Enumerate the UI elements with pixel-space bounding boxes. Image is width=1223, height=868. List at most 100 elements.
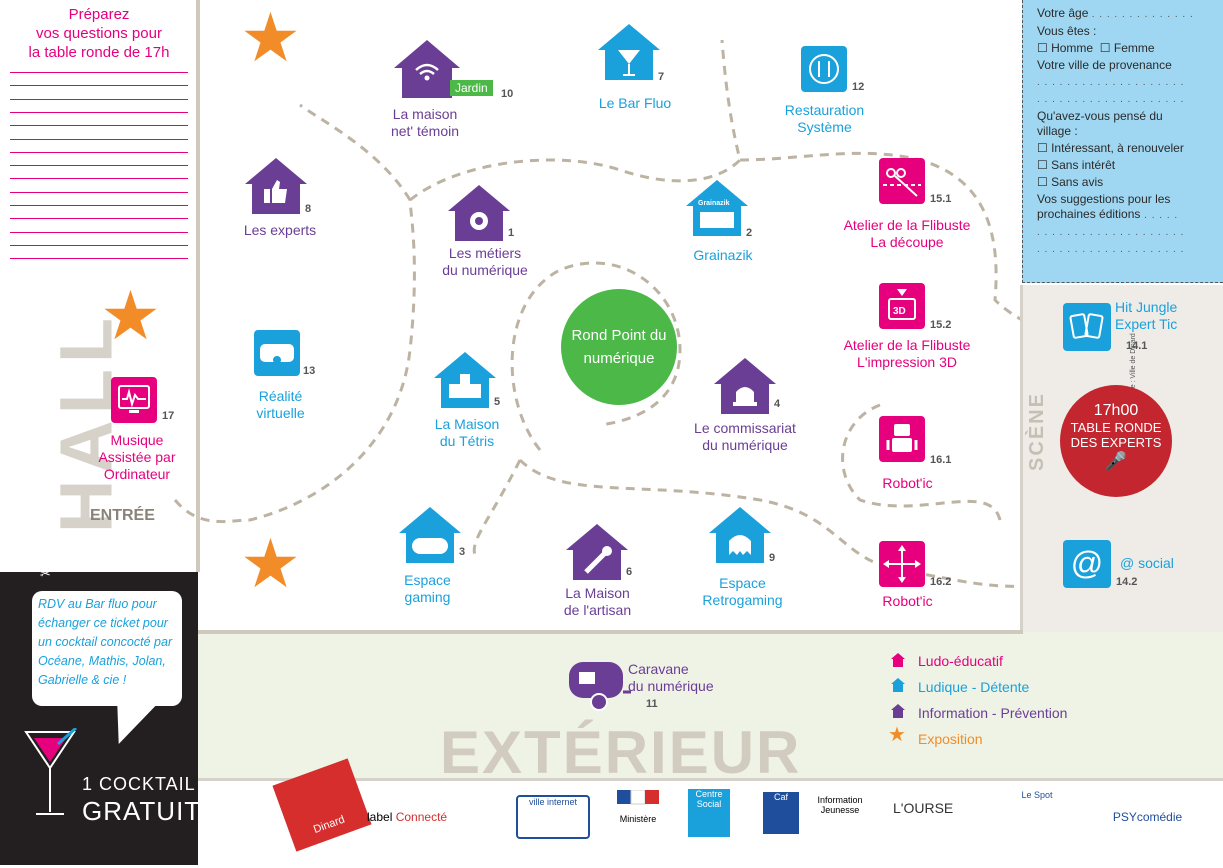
stand-number: 17	[162, 410, 175, 422]
question-line[interactable]	[10, 191, 188, 193]
suggestions-field[interactable]: . . . . . . . . . . . . . . . . . . . .	[1037, 227, 1185, 238]
caravan-icon[interactable]	[565, 658, 631, 719]
information-jeunesse-logo: Information Jeunesse	[817, 795, 863, 815]
question-line[interactable]	[10, 111, 188, 113]
opt3-checkbox[interactable]: ☐	[1037, 175, 1052, 189]
legend-ludo: Ludo-éducatif	[918, 653, 1003, 669]
questions-panel	[0, 0, 198, 275]
scene-label: SCÈNE	[1025, 392, 1048, 471]
stand-number: 13	[303, 365, 316, 377]
exterior-divider	[198, 630, 1023, 634]
ville-question: Votre ville de provenance	[1037, 58, 1172, 72]
homme-checkbox[interactable]: ☐	[1037, 41, 1052, 55]
gender-question: Vous êtes :	[1037, 24, 1097, 38]
stand-label-robotic-1[interactable]: Robot'ic	[882, 475, 933, 491]
grainazik-house-icon[interactable]	[684, 178, 750, 243]
opt1-checkbox[interactable]: ☐	[1037, 141, 1052, 155]
question-line[interactable]	[10, 72, 188, 73]
move-arrows-icon[interactable]	[879, 541, 925, 587]
question-line[interactable]	[10, 165, 188, 167]
3d-printer-icon[interactable]	[879, 283, 925, 329]
label-connecte: label Connecté	[367, 810, 448, 824]
opt1-label: Intéressant, à renouveler	[1051, 141, 1184, 155]
music-computer-icon[interactable]	[111, 377, 157, 423]
question-line[interactable]	[10, 138, 188, 140]
scene-divider	[1020, 285, 1023, 630]
stand-number: 1	[508, 227, 515, 239]
cutlery-icon[interactable]	[801, 46, 847, 92]
stand-number: 6	[626, 566, 633, 578]
gear-house-icon[interactable]	[446, 183, 512, 248]
stand-number: 11	[646, 698, 658, 710]
ville-field[interactable]: . . . . . . . . . . . . . . . . . . . .	[1037, 77, 1185, 88]
homme-label: Homme	[1051, 41, 1094, 55]
ticket-message: RDV au Bar fluo pour échanger ce ticket …	[32, 591, 182, 706]
ghost-house-icon[interactable]	[707, 505, 773, 570]
question-line[interactable]	[10, 151, 188, 153]
stand-label-robotic-2[interactable]: Robot'ic	[882, 593, 933, 609]
age-label: Votre âge	[1037, 6, 1089, 20]
suggestions-field-2[interactable]: . . . . . . . . . . . . . . . . . . . .	[1037, 244, 1185, 255]
question-line[interactable]	[10, 244, 188, 246]
robot-icon[interactable]	[879, 416, 925, 462]
cocktail-line2: GRATUIT	[82, 796, 202, 826]
stand-label-bar-fluo[interactable]: Le Bar Fluo	[598, 95, 672, 111]
age-field[interactable]: . . . . . . . . . . . . . .	[1091, 9, 1194, 20]
question-line[interactable]	[10, 231, 188, 233]
question-line[interactable]	[10, 98, 188, 100]
psycomedie-logo: PSYcomédie	[1112, 810, 1183, 824]
at-sign-icon[interactable]: @	[1063, 540, 1111, 588]
question-line[interactable]	[10, 85, 188, 87]
vr-headset-icon[interactable]	[254, 330, 300, 376]
ville-field-2[interactable]: . . . . . . . . . . . . . . . . . . . .	[1037, 94, 1185, 105]
stand-number: 3	[459, 546, 466, 558]
legend-house-icon	[890, 652, 905, 667]
thumbs-up-house-icon[interactable]	[243, 156, 309, 221]
exposition-star-icon: ★	[240, 526, 301, 602]
question-line[interactable]	[10, 205, 188, 206]
legend-information: Information - Prévention	[918, 705, 1068, 721]
jardin-tag: Jardin	[450, 80, 493, 96]
cards-icon[interactable]	[1063, 303, 1111, 351]
stand-number: 9	[769, 552, 776, 564]
question-line[interactable]	[10, 218, 188, 220]
scissors-cutting-icon[interactable]	[879, 158, 925, 204]
tetris-house-icon[interactable]	[432, 350, 498, 415]
gamepad-house-icon[interactable]	[397, 505, 463, 570]
opt2-checkbox[interactable]: ☐	[1037, 158, 1052, 172]
caf-logo: Caf	[763, 792, 799, 834]
stand-label-grainazik[interactable]: Grainazik	[693, 247, 753, 263]
wrench-house-icon[interactable]	[564, 522, 630, 587]
femme-checkbox[interactable]: ☐	[1099, 41, 1114, 55]
cocktail-house-icon[interactable]	[596, 22, 662, 87]
stand-label-experts[interactable]: Les experts	[243, 222, 317, 238]
question-line[interactable]	[10, 125, 188, 127]
legend-exposition: Exposition	[918, 731, 983, 747]
stand-number: 8	[305, 203, 312, 215]
stand-label-social[interactable]: @ social	[1120, 555, 1174, 571]
3d-icon-text: 3D	[893, 306, 906, 317]
house-wifi-icon[interactable]	[392, 38, 462, 105]
stand-number: 15.1	[930, 193, 952, 205]
spot-logo: Le Spot	[1021, 790, 1053, 800]
siren-house-icon[interactable]	[712, 356, 778, 421]
question-line[interactable]	[10, 178, 188, 180]
stand-number: 12	[852, 81, 865, 93]
question-line[interactable]	[10, 258, 188, 260]
